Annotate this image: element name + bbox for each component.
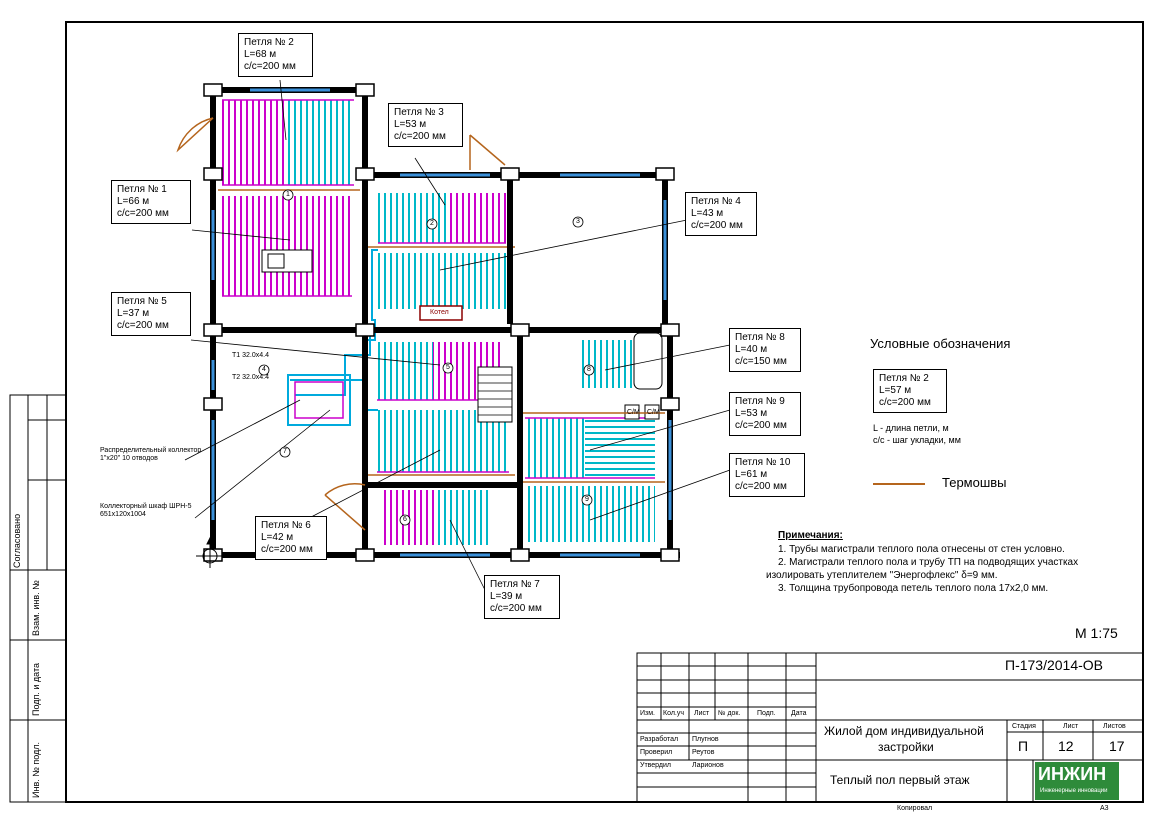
notes-title: Примечания: (778, 530, 843, 541)
stage-value: П (1018, 738, 1029, 754)
name-developer: Плугнов (692, 736, 719, 743)
stamp-orig-inv: Инв. № подл. (31, 741, 41, 798)
col-izm: Изм. (640, 710, 655, 717)
note-line-2: 2. Магистрали теплого пола и трубу ТП на… (778, 557, 1079, 568)
logo-subtext: Инженерные инновации (1040, 788, 1108, 794)
stage-label: Стадия (1012, 723, 1036, 730)
legend-desc-spacing: c/c - шаг укладки, мм (873, 435, 961, 445)
role-approver: Утвердил (640, 762, 671, 769)
loop-9-zone-b (585, 418, 655, 478)
side-stamp-frame (9, 394, 67, 803)
legend-desc-length: L - длина петли, м (873, 423, 949, 433)
col-list: Лист (694, 710, 710, 717)
note-line-4: 3. Толщина трубопровода петель теплого п… (778, 583, 1049, 594)
copied-label: Копировал (897, 805, 933, 812)
room-number-5: 5 (446, 364, 450, 371)
logo-text: ИНЖИН (1038, 764, 1107, 784)
col-sign: Подп. (757, 710, 776, 717)
room-number-3: 3 (576, 218, 580, 225)
t1-label: T1 32.0x4.4 (232, 352, 269, 359)
sheet-title: Теплый пол первый этаж (830, 773, 970, 787)
loop-10-zone (525, 486, 655, 542)
loop-1-zone (222, 196, 352, 296)
stamp-sign-date: Подп. и дата (31, 662, 41, 716)
company-logo (1035, 762, 1119, 800)
col-doc: № док. (718, 710, 741, 717)
legend-title: Условные обозначения (870, 336, 1011, 351)
note-line-3: изолировать утеплителем "Энергофлекс" δ=… (766, 570, 998, 581)
object-line-2: застройки (878, 740, 934, 754)
loop-5-zone-a (377, 342, 433, 400)
loop-7-zone-b (434, 490, 492, 545)
loop-3-zone-b (448, 193, 506, 243)
format-label: А3 (1100, 805, 1109, 812)
stamp-agreed: Согласовано (12, 513, 22, 568)
room-number-6: 6 (403, 516, 407, 523)
loop-2-zone-a (222, 100, 284, 185)
doc-code: П-173/2014-ОВ (1005, 657, 1104, 673)
north-arrow-icon (196, 536, 224, 568)
boiler-symbol (419, 305, 463, 321)
sheet-label: Лист (1063, 723, 1079, 730)
loop-2-zone-b (284, 100, 354, 185)
room-number-9: 9 (585, 496, 589, 503)
scale-label: М 1:75 (1075, 625, 1118, 641)
col-date: Дата (791, 710, 807, 717)
loop-3-zone-a (378, 193, 448, 243)
room-number-2: 2 (430, 220, 434, 227)
sheets-value: 17 (1109, 738, 1125, 754)
loop-9-zone-a (525, 418, 585, 478)
role-checker: Проверил (640, 749, 673, 756)
t2-label: T2 32.0x4.4 (232, 374, 269, 381)
loop-4-zone (378, 253, 506, 309)
sheets-label: Листов (1103, 723, 1126, 730)
object-line-1: Жилой дом индивидуальной (824, 724, 984, 738)
legend-thermal-label: Термошвы (942, 475, 1007, 490)
loop-8-zone (578, 340, 633, 388)
cm-label-1: С/М (627, 409, 640, 416)
cm-label-2: С/М (647, 409, 660, 416)
stamp-replace-inv: Взам. инв. № (31, 580, 41, 636)
title-block-grid (636, 652, 1144, 803)
name-checker: Реутов (692, 749, 715, 756)
room-number-4: 4 (262, 366, 266, 373)
note-line-1: 1. Трубы магистрали теплого пола отнесен… (778, 544, 1065, 555)
room-number-1: 1 (286, 191, 290, 198)
col-kol: Кол.уч (663, 710, 684, 717)
sheet-value: 12 (1058, 738, 1074, 754)
room-number-8: 8 (587, 366, 591, 373)
boiler-label: Котел (430, 309, 449, 316)
role-developer: Разработал (640, 736, 679, 743)
room-number-7: 7 (283, 448, 287, 455)
name-approver: Ларионов (692, 762, 724, 769)
